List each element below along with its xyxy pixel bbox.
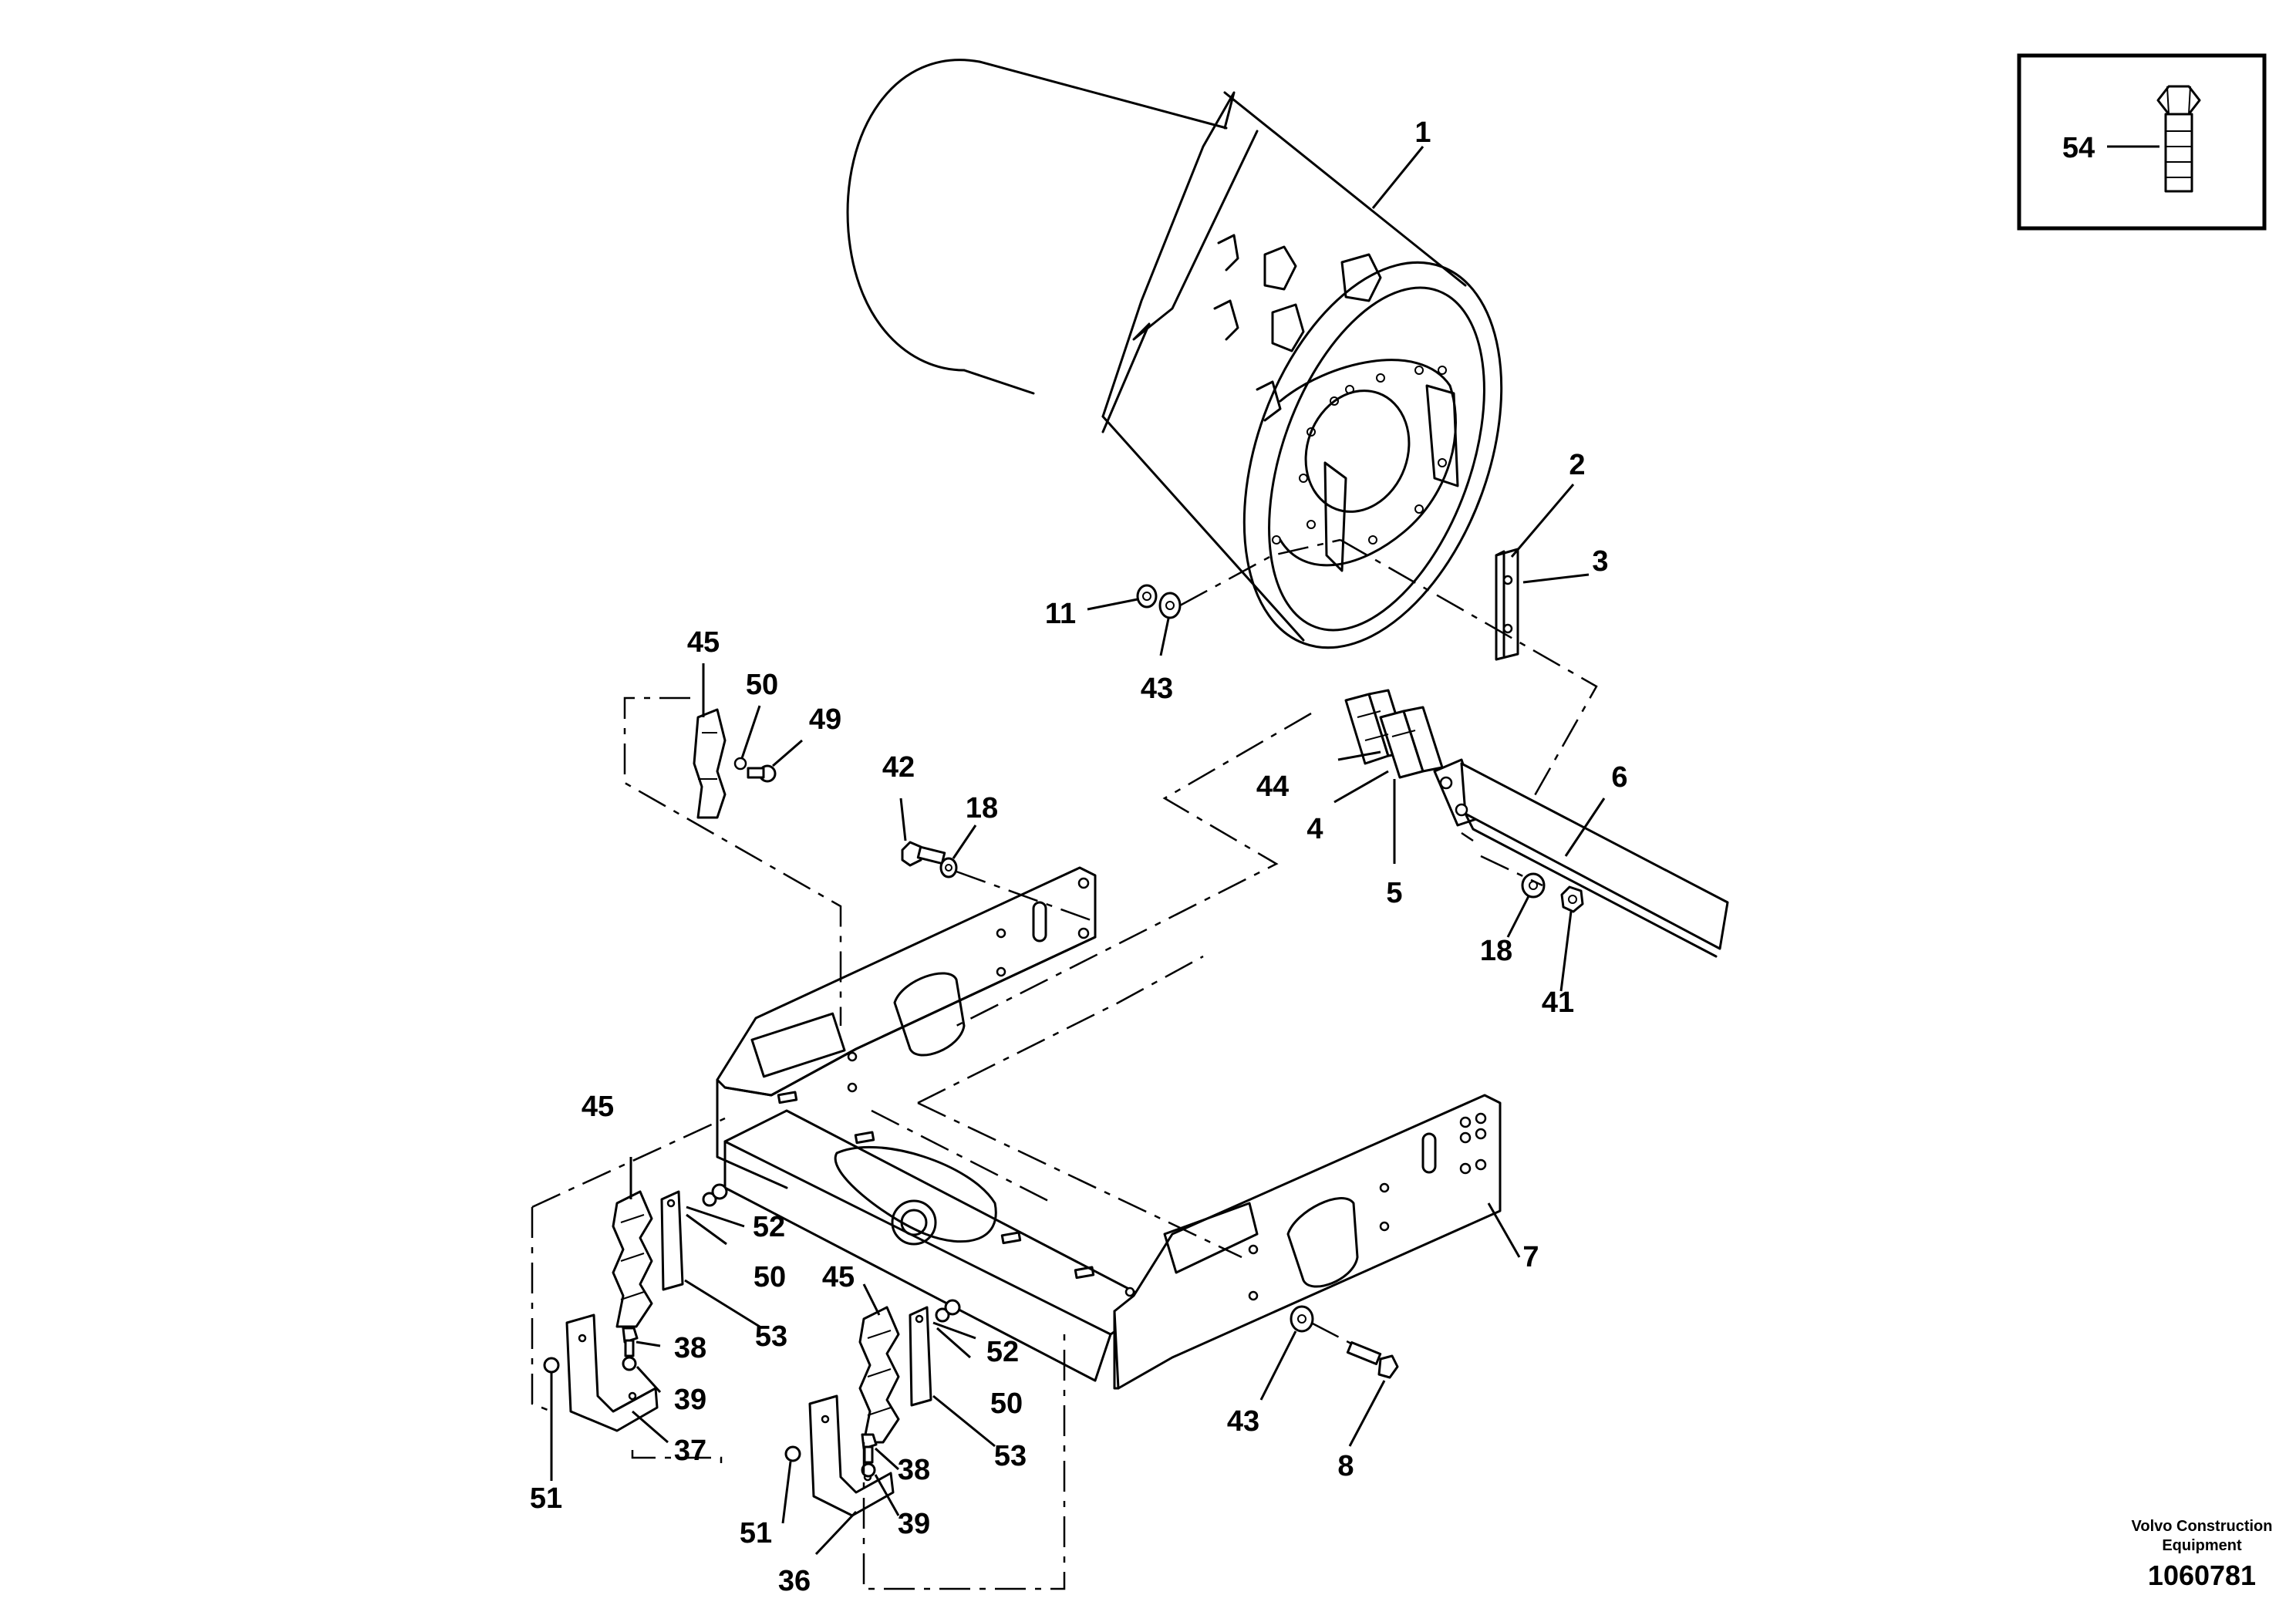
callout-43-top: 43 <box>1141 673 1173 705</box>
washer-39-left-icon <box>622 1356 637 1371</box>
inset-box <box>2017 53 2267 231</box>
washer-50-right-icon <box>935 1307 950 1323</box>
washer-43-bottom-icon <box>1290 1305 1314 1333</box>
callout-labels: 1 2 3 11 43 45 50 49 42 18 44 4 5 6 18 4… <box>530 116 2095 1597</box>
plate-53-left-icon <box>660 1190 684 1291</box>
drawing-number: 1060781 <box>2148 1560 2256 1591</box>
callout-1: 1 <box>1414 116 1431 149</box>
scraper-arm <box>1433 758 1729 958</box>
bracket-45-right-icon <box>858 1306 900 1444</box>
callout-3: 3 <box>1592 545 1608 578</box>
washer-43-top-icon <box>1158 592 1182 619</box>
callout-39-left: 39 <box>674 1384 706 1416</box>
callout-18-left: 18 <box>966 792 998 824</box>
callout-38-left: 38 <box>674 1332 706 1364</box>
washer-18-left-icon <box>939 857 958 878</box>
callout-51-right: 51 <box>740 1517 772 1549</box>
screw-49-icon <box>747 764 777 783</box>
callout-43-bottom: 43 <box>1227 1405 1259 1438</box>
callout-4: 4 <box>1306 813 1323 845</box>
nut-11-icon <box>1136 584 1158 609</box>
callout-36: 36 <box>778 1565 811 1597</box>
footer: Volvo Construction Equipment 1060781 <box>2132 1518 2273 1591</box>
callout-18-right: 18 <box>1480 935 1512 967</box>
shim-plate <box>1495 548 1519 661</box>
callout-45-right: 45 <box>822 1261 855 1293</box>
callout-50-right: 50 <box>990 1388 1023 1420</box>
bracket-45-left-icon <box>612 1190 653 1328</box>
callout-52-left: 52 <box>753 1211 785 1243</box>
callout-53-right: 53 <box>994 1440 1027 1472</box>
callout-54: 54 <box>2062 132 2095 164</box>
callout-6: 6 <box>1611 761 1627 794</box>
nut-52-left-icon <box>711 1183 728 1200</box>
callout-11: 11 <box>1045 598 1076 630</box>
callout-49: 49 <box>809 703 841 736</box>
bolt-38-left-icon <box>622 1327 639 1357</box>
washer-50-top-icon <box>733 757 747 771</box>
callout-7: 7 <box>1522 1241 1539 1273</box>
callout-39-right: 39 <box>898 1508 930 1540</box>
nut-52-right-icon <box>944 1299 961 1316</box>
brand-line-2: Equipment <box>2162 1537 2242 1554</box>
nut-51-left-icon <box>543 1357 560 1374</box>
callout-52-right: 52 <box>986 1336 1019 1368</box>
callout-42: 42 <box>882 751 915 784</box>
callout-50-top: 50 <box>746 669 778 701</box>
callout-44: 44 <box>1256 771 1289 803</box>
nut-41-icon <box>1560 885 1584 913</box>
washer-18-right-icon <box>1521 872 1546 899</box>
nut-51-right-icon <box>784 1445 801 1462</box>
callout-53-left: 53 <box>755 1320 787 1353</box>
callout-2: 2 <box>1569 449 1585 481</box>
bolt-42-icon <box>901 841 946 867</box>
callout-45-left: 45 <box>582 1091 614 1123</box>
callout-41: 41 <box>1542 986 1574 1019</box>
washer-50-left-icon <box>702 1192 717 1207</box>
callout-38-right: 38 <box>898 1454 930 1486</box>
brand-line-1: Volvo Construction <box>2132 1518 2273 1535</box>
washer-39-right-icon <box>861 1462 876 1478</box>
bolt-54-icon <box>2156 85 2201 193</box>
callout-5: 5 <box>1386 877 1402 909</box>
callout-51-left: 51 <box>530 1482 562 1515</box>
drum-assembly <box>846 59 1503 649</box>
frame-assembly <box>716 866 1502 1390</box>
bracket-45-top-icon <box>693 708 727 819</box>
rubber-mounts <box>1344 689 1444 779</box>
callout-45-top: 45 <box>687 626 720 659</box>
bolt-8-icon <box>1346 1341 1399 1379</box>
callout-50-left: 50 <box>754 1261 786 1293</box>
callout-37: 37 <box>674 1435 706 1467</box>
plate-53-right-icon <box>909 1306 932 1407</box>
callout-8: 8 <box>1337 1450 1354 1482</box>
leader-1 <box>1371 146 1424 209</box>
